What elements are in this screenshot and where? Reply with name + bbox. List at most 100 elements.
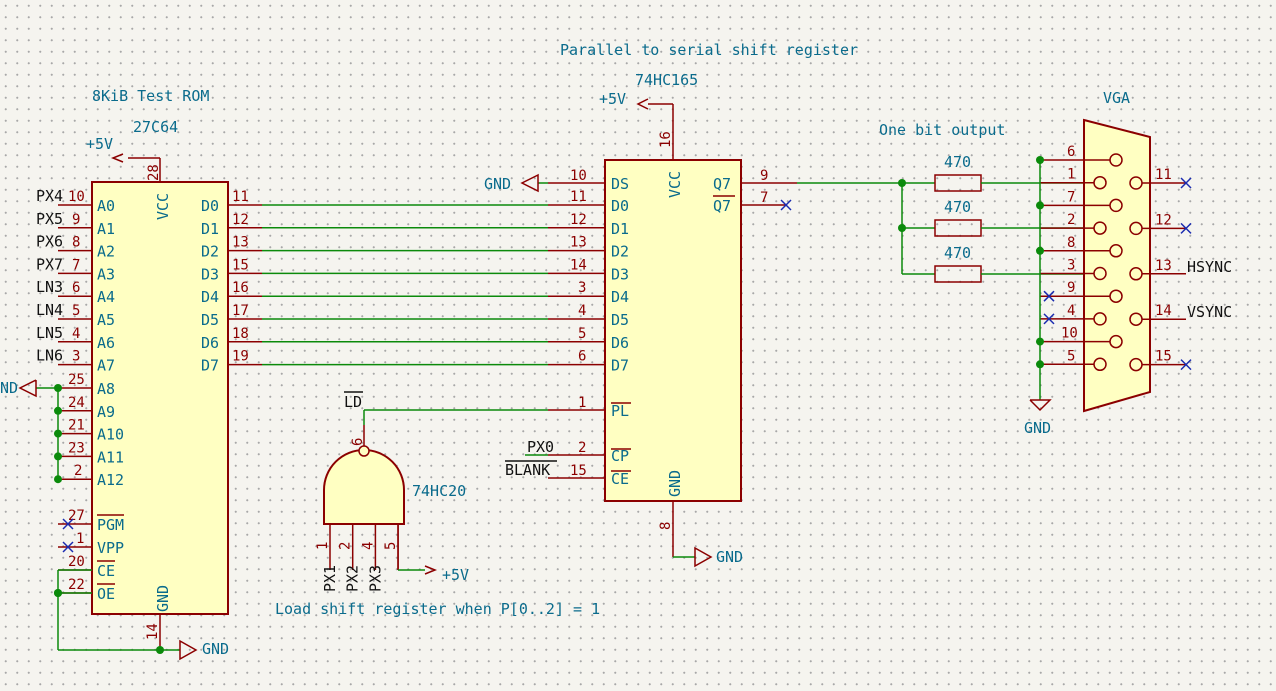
rom-power-label: +5V [86, 135, 113, 153]
rom-ctrl-pin-name: VPP [97, 539, 124, 557]
vga-left-pin-num: 8 [1067, 235, 1075, 251]
nand-input-pin-num: 2 [338, 542, 354, 550]
shift-data-pin-name: D1 [611, 220, 629, 238]
resistor-body [934, 174, 982, 192]
shift-q7n-pin: 7 [760, 190, 768, 206]
rom-haddr-pin-name: A8 [97, 380, 115, 398]
nand-ref: 74HC20 [412, 482, 466, 500]
rom-data-pin-num: 19 [232, 349, 249, 365]
rom-ground-top-label: ND [0, 379, 18, 397]
no-connect-mark [1180, 222, 1192, 234]
load-note: Load shift register when P[0..2] = 1 [275, 600, 600, 618]
rom-ctrl-pin-name: CE [97, 562, 115, 580]
shift-gnd-label: GND [716, 548, 743, 566]
rom-ctrl-pin-name: OE [97, 585, 115, 603]
shift-pl-pin: 1 [578, 395, 586, 411]
shift-gnd-name: GND [666, 470, 684, 497]
rom-gnd-name: GND [154, 585, 172, 612]
rom-addr-pin-num: 9 [72, 212, 80, 228]
nand-input-net: PX3 [366, 565, 384, 592]
rom-vcc-name: VCC [154, 193, 172, 220]
rom-addr-net: LN3 [36, 278, 63, 296]
rom-haddr-pin-num: 21 [68, 418, 85, 434]
shift-power-label: +5V [599, 90, 626, 108]
rom-addr-pin-num: 3 [72, 349, 80, 365]
shift-ce-pin: 15 [570, 463, 587, 479]
rom-addr-pin-name: A2 [97, 243, 115, 261]
shift-data-pin-name: D6 [611, 334, 629, 352]
shift-ref: 74HC165 [635, 71, 698, 89]
shift-data-pin-name: D0 [611, 197, 629, 215]
rom-body [91, 181, 229, 615]
shift-data-pin-num: 11 [570, 189, 587, 205]
shift-data-pin-name: D7 [611, 357, 629, 375]
rom-haddr-pin-name: A10 [97, 426, 124, 444]
vga-left-pin-num: 4 [1067, 303, 1075, 319]
shift-cp-name: CP [611, 447, 629, 465]
shift-gnd-pin: 8 [658, 522, 674, 530]
rom-ctrl-pin-name: PGM [97, 516, 124, 534]
vga-left-pin-num: 1 [1067, 167, 1075, 183]
rom-addr-pin-name: A6 [97, 334, 115, 352]
no-connect-mark [62, 518, 74, 530]
shift-data-pin-num: 14 [570, 257, 587, 273]
nand-input-pin-num: 1 [315, 542, 331, 550]
rom-data-pin-name: D1 [201, 220, 219, 238]
shift-vcc-name: VCC [666, 171, 684, 198]
vga-left-pin-num: 10 [1061, 326, 1078, 342]
rom-addr-pin-name: A0 [97, 197, 115, 215]
rom-data-pin-name: D7 [201, 357, 219, 375]
rom-gnd-pin: 14 [145, 623, 161, 640]
vga-hsync: HSYNC [1187, 258, 1232, 276]
shift-data-pin-num: 4 [578, 303, 586, 319]
rom-data-pin-num: 17 [232, 303, 249, 319]
shift-data-pin-name: D2 [611, 243, 629, 261]
one-bit-output-note: One bit output [879, 121, 1005, 139]
rom-addr-net: LN6 [36, 347, 63, 365]
rom-title: 8KiB Test ROM [92, 87, 209, 105]
rom-gnd-label: GND [202, 640, 229, 658]
rom-addr-net: PX4 [36, 187, 63, 205]
nand-input-net: PX1 [321, 565, 339, 592]
rom-addr-pin-num: 5 [72, 303, 80, 319]
rom-data-pin-name: D3 [201, 265, 219, 283]
rom-data-pin-name: D5 [201, 311, 219, 329]
rom-addr-pin-name: A5 [97, 311, 115, 329]
shift-data-pin-name: D4 [611, 288, 629, 306]
shift-data-pin-num: 13 [570, 235, 587, 251]
rom-haddr-pin-num: 2 [74, 463, 82, 479]
rom-ctrl-pin-num: 22 [68, 577, 85, 593]
vga-left-pin-num: 7 [1067, 189, 1075, 205]
vga-gnd-label: GND [1024, 419, 1051, 437]
rom-vcc-pin: 28 [146, 164, 162, 181]
vga-left-pin-num: 6 [1067, 144, 1075, 160]
vga-right-pin-num: 13 [1155, 258, 1172, 274]
nand-body [323, 449, 405, 525]
rom-ref: 27C64 [133, 118, 178, 136]
rom-addr-net: PX7 [36, 255, 63, 273]
rom-addr-net: PX6 [36, 233, 63, 251]
no-connect-mark [1180, 177, 1192, 189]
nand-input-pin-num: 5 [383, 542, 399, 550]
vga-body [1083, 118, 1151, 413]
shift-cp-pin: 2 [578, 440, 586, 456]
rom-addr-net: PX5 [36, 210, 63, 228]
resistor-body [934, 265, 982, 283]
data-bus [262, 204, 548, 366]
rom-addr-pin-num: 4 [72, 326, 80, 342]
nand-out-pin: 6 [350, 438, 366, 446]
shift-data-pin-num: 12 [570, 212, 587, 228]
rom-data-pin-num: 15 [232, 257, 249, 273]
no-connect-mark [62, 541, 74, 553]
vga-left-pin-num: 9 [1067, 280, 1075, 296]
